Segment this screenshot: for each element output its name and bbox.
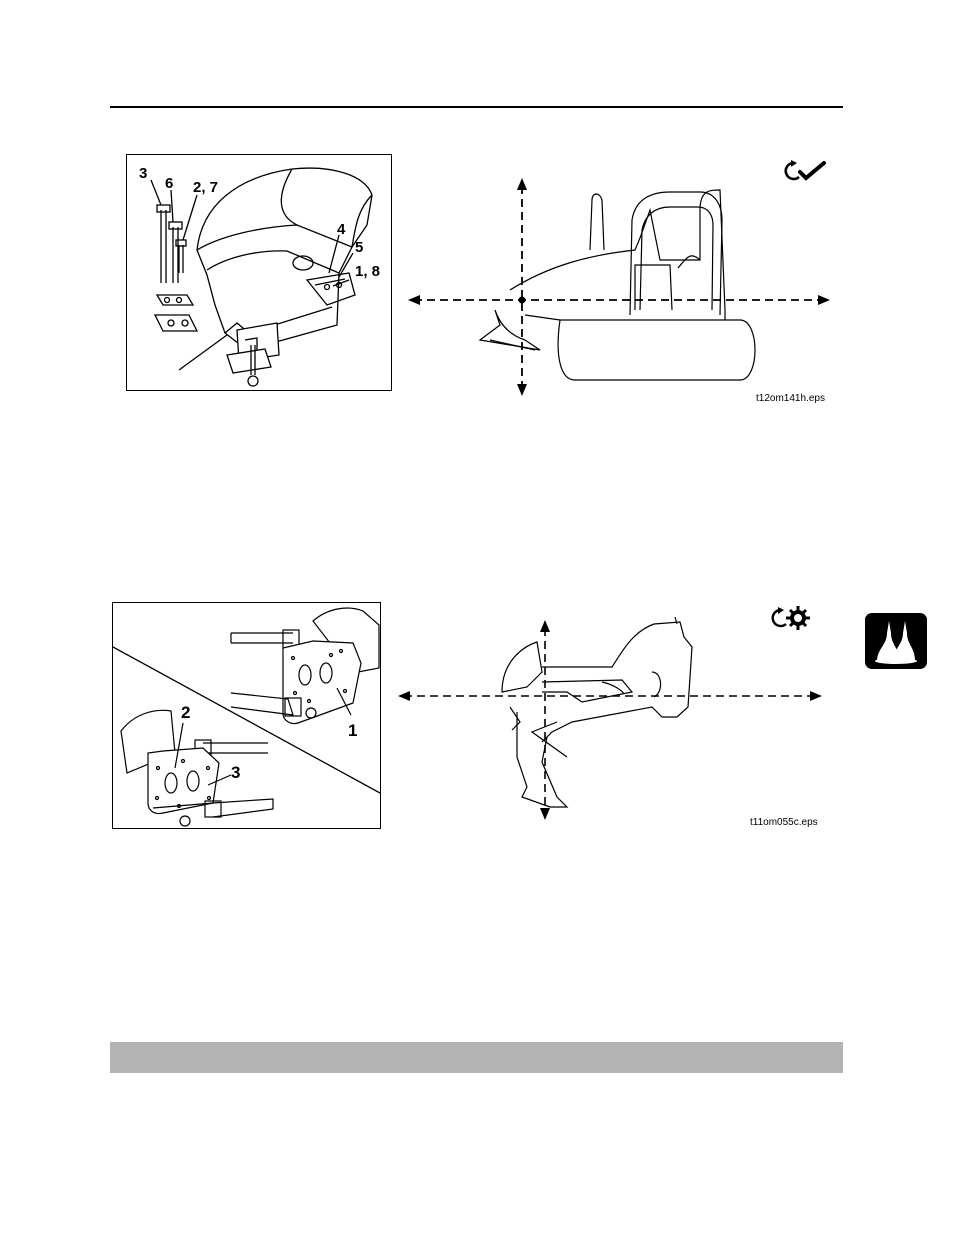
dozer-silhouette-drawing <box>400 150 840 410</box>
rotate-gear-icon <box>768 604 810 632</box>
callout-4: 4 <box>337 221 345 238</box>
callout-2-7: 2, 7 <box>193 179 218 196</box>
callout-2: 2 <box>181 703 190 723</box>
callout-6: 6 <box>165 175 173 192</box>
callout-1: 1 <box>348 721 357 741</box>
section-bar <box>110 1042 843 1073</box>
callout-1-8: 1, 8 <box>355 263 380 280</box>
callout-5: 5 <box>355 239 363 256</box>
figure-canopy-hardware: 3 6 2, 7 4 5 1, 8 <box>126 154 392 391</box>
figure-4-caption: t11om055c.eps <box>750 817 818 828</box>
callout-3b: 3 <box>231 763 240 783</box>
fluid-drops-icon <box>865 613 927 669</box>
dozer-front-drawing <box>392 612 832 827</box>
section-tab <box>865 613 927 669</box>
rotate-check-icon <box>780 158 828 186</box>
mount-detail-drawing <box>113 603 380 828</box>
figure-mount-detail: 1 2 3 <box>112 602 381 829</box>
callout-3: 3 <box>139 165 147 182</box>
figure-2-caption: t12om141h.eps <box>756 393 825 404</box>
header-rule <box>110 106 843 108</box>
